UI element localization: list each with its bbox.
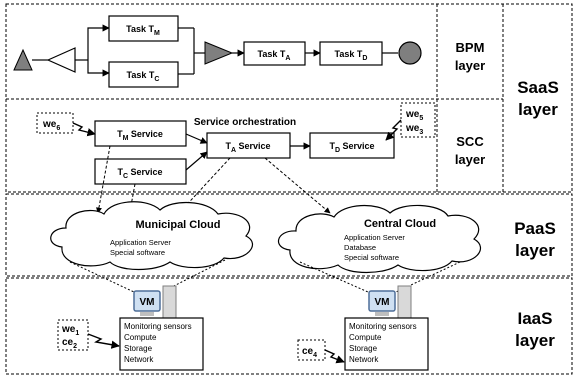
- task-tm-label: Task TM: [126, 24, 160, 37]
- left-vm-server-icon: [162, 285, 177, 319]
- we6-lightning-icon: [72, 122, 96, 137]
- right-vm-monitor-icon: [368, 290, 396, 312]
- layer-labels: BPM layer SCC layer SaaS layer PaaS laye…: [455, 40, 559, 350]
- left-vm: VM Monitoring sensors Compute Storage Ne…: [57, 285, 204, 371]
- ce4-lightning-icon: [324, 349, 345, 364]
- right-vm: VM Monitoring sensors Compute Storage Ne…: [297, 285, 429, 371]
- tm-service-label: TM Service: [117, 129, 163, 142]
- scc-layer-label-2: layer: [455, 152, 485, 167]
- tc-service-label: TC Service: [117, 167, 162, 180]
- flow-tc-to-ta: [185, 151, 208, 171]
- right-vm-monitor-stand: [375, 312, 389, 316]
- right-vm-line-1: Monitoring sensors: [349, 322, 417, 331]
- municipal-cloud-line-2: Special software: [110, 248, 165, 257]
- service-orchestration-title: Service orchestration: [194, 117, 296, 128]
- central-cloud-title: Central Cloud: [364, 218, 436, 230]
- left-vm-box: [119, 317, 204, 371]
- municipal-cloud-line-1: Application Server: [110, 238, 171, 247]
- layer-frames: [5, 3, 573, 375]
- left-vm-monitor-icon: [133, 290, 161, 312]
- municipal-cloud: Municipal Cloud Application Server Speci…: [50, 201, 253, 271]
- left-vm-monitor-stand: [140, 312, 154, 316]
- central-cloud-line-3: Special software: [344, 253, 399, 262]
- right-vm-line-3: Storage: [349, 344, 378, 353]
- right-vm-server-icon: [397, 285, 412, 319]
- end-event-circle: [398, 41, 422, 65]
- paas-layer-label-2: layer: [515, 241, 555, 260]
- left-vm-line-3: Storage: [124, 344, 153, 353]
- right-vm-line-4: Network: [349, 355, 379, 364]
- service-orchestration: Service orchestration TM Service TC Serv…: [36, 102, 436, 185]
- left-vm-line-4: Network: [124, 355, 154, 364]
- join-gateway-triangle: [204, 41, 234, 65]
- we1-label: we1: [61, 324, 79, 337]
- link-tm-to-municipal: [95, 145, 111, 214]
- paas-layer-frame: [5, 193, 573, 277]
- bpm-layer-label-2: layer: [455, 58, 485, 73]
- link-central-left-vm: [299, 261, 369, 293]
- central-cloud: Central Cloud Application Server Databas…: [278, 204, 481, 274]
- link-ta-to-central: [264, 157, 331, 214]
- scc-layer-label-1: SCC: [456, 134, 484, 149]
- iaas-layer-label-1: IaaS: [518, 309, 553, 328]
- central-cloud-line-2: Database: [344, 243, 376, 252]
- we5-we3-callout-box: [400, 102, 436, 138]
- we3-label: we3: [405, 123, 423, 136]
- tc-service-box: [94, 158, 187, 185]
- task-tc-label: Task TC: [127, 70, 160, 83]
- ta-service-box: [206, 132, 291, 159]
- saas-layer-label-2: layer: [518, 100, 558, 119]
- flow-tm-to-ta: [185, 133, 208, 144]
- we1-ce2-callout-box: [57, 319, 89, 351]
- ce4-label: ce4: [302, 346, 317, 359]
- task-td-label: Task TD: [335, 49, 368, 62]
- ta-service-label: TA Service: [225, 141, 270, 154]
- municipal-cloud-title: Municipal Cloud: [136, 219, 221, 231]
- task-tm-box: [108, 15, 179, 42]
- task-tc-box: [108, 61, 179, 88]
- right-vm-box: [344, 317, 429, 371]
- ce2-label: ce2: [62, 337, 77, 350]
- right-vm-line-2: Compute: [349, 333, 382, 342]
- bpm-process: Task TM Task TC Task TA Task TD: [13, 15, 422, 88]
- bpm-layer-label-1: BPM: [456, 40, 485, 55]
- left-vm-line-1: Monitoring sensors: [124, 322, 192, 331]
- we5-lightning-icon: [385, 119, 402, 141]
- iaas-layer-label-2: layer: [515, 331, 555, 350]
- bpm-flow-to-tc: [87, 60, 110, 77]
- tm-service-box: [94, 120, 187, 147]
- municipal-cloud-shape: [50, 201, 253, 271]
- saas-layer-frame: [5, 3, 573, 193]
- right-vm-label: VM: [375, 297, 390, 308]
- cloud-to-vm-links: [69, 259, 461, 293]
- saas-layer-label-1: SaaS: [517, 78, 559, 97]
- task-ta-label: Task TA: [258, 49, 291, 62]
- left-vm-line-2: Compute: [124, 333, 157, 342]
- central-cloud-shape: [278, 204, 481, 274]
- iaas-layer-frame: [5, 277, 573, 375]
- td-service-label: TD Service: [329, 141, 374, 154]
- left-vm-label: VM: [140, 297, 155, 308]
- central-cloud-line-1: Application Server: [344, 233, 405, 242]
- paas-layer-label-1: PaaS: [514, 219, 556, 238]
- split-gateway-triangle: [46, 47, 76, 73]
- bpm-flow-to-tm: [87, 24, 110, 60]
- start-event-triangle: [13, 48, 33, 71]
- we6-label: we6: [42, 119, 60, 132]
- we1-lightning-icon: [87, 333, 120, 349]
- we5-label: we5: [405, 109, 423, 122]
